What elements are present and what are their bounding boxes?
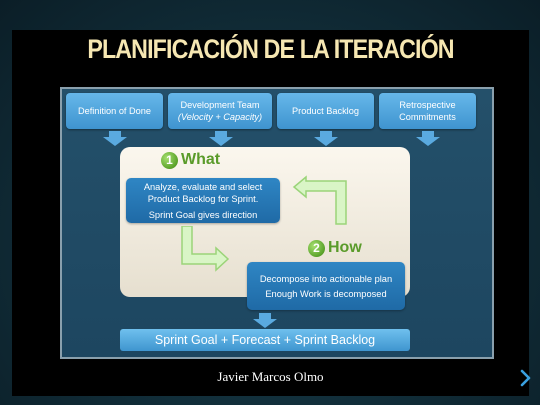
forward-arrow-icon: [181, 226, 230, 272]
input-development-team-sublabel: (Velocity + Capacity): [177, 112, 263, 122]
input-development-team: Development Team (Velocity + Capacity): [168, 93, 272, 129]
step-2-text-1: Decompose into actionable plan: [259, 274, 393, 284]
down-arrow-icon: [103, 131, 127, 146]
loop-back-arrow-icon: [292, 175, 347, 225]
input-retrospective-label: Retrospective: [399, 100, 456, 110]
input-retrospective-commitments: Retrospective Commitments: [379, 93, 476, 129]
step-1-label: What: [181, 151, 221, 168]
planning-panel: 1 What Analyze, evaluate and select Prod…: [120, 147, 410, 310]
down-arrow-icon: [314, 131, 338, 146]
step-1-badge: 1: [161, 152, 178, 169]
step-1-box: Analyze, evaluate and select Product Bac…: [126, 178, 280, 223]
input-commitments-label: Commitments: [399, 112, 456, 122]
input-definition-of-done-label: Definition of Done: [77, 106, 152, 116]
input-development-team-label: Development Team: [180, 100, 260, 110]
slide-title: PLANIFICACIÓN DE LA ITERACIÓN: [87, 34, 454, 64]
output-box: Sprint Goal + Forecast + Sprint Backlog: [120, 329, 410, 351]
input-product-backlog-label: Product Backlog: [292, 106, 359, 116]
step-1-text-2: Product Backlog for Sprint.: [147, 194, 259, 204]
step-2-badge: 2: [308, 240, 325, 257]
step-1-text-3: Sprint Goal gives direction: [148, 210, 258, 220]
sprint-planning-diagram: Definition of Done Development Team (Vel…: [60, 87, 494, 359]
step-2-box: Decompose into actionable plan Enough Wo…: [247, 262, 405, 310]
slide: PLANIFICACIÓN DE LA ITERACIÓN Definition…: [12, 30, 529, 396]
input-product-backlog: Product Backlog: [277, 93, 374, 129]
down-arrow-icon: [209, 131, 233, 146]
step-1-text-1: Analyze, evaluate and select: [143, 182, 263, 192]
step-2-text-2: Enough Work is decomposed: [265, 289, 387, 299]
down-arrow-icon: [253, 313, 277, 328]
step-2-label: How: [328, 239, 362, 256]
chevron-right-icon[interactable]: [518, 368, 534, 388]
down-arrow-icon: [416, 131, 440, 146]
input-definition-of-done: Definition of Done: [66, 93, 163, 129]
author-name: Javier Marcos Olmo: [217, 369, 324, 384]
